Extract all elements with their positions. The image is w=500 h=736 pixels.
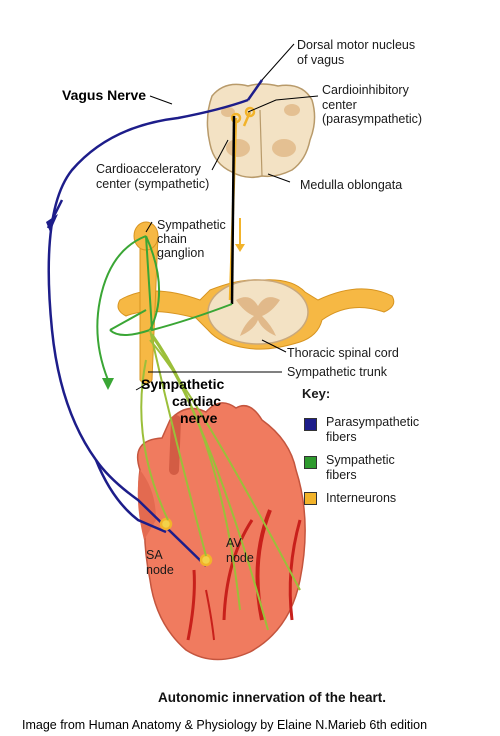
vagus-arrow-icon bbox=[46, 214, 58, 232]
sympathetic-chain-label-2: chain bbox=[157, 232, 187, 246]
dorsal-motor-label-2: of vagus bbox=[297, 53, 345, 67]
sympathetic-cardiac-nerve bbox=[140, 329, 301, 631]
legend-label-parasympathetic-2: fibers bbox=[326, 430, 357, 444]
sympathetic-cardiac-label-3: nerve bbox=[180, 410, 218, 426]
sympathetic-cardiac-label-1: Sympathetic bbox=[141, 376, 225, 392]
sympathetic-arrow-icon bbox=[102, 378, 114, 390]
sympathetic-fibers bbox=[96, 235, 233, 381]
av-node-label-1: AV bbox=[226, 536, 242, 550]
sympathetic-chain-label-1: Sympathetic bbox=[157, 218, 226, 232]
av-node-label-2: node bbox=[226, 551, 254, 565]
legend-label-interneurons: Interneurons bbox=[326, 491, 397, 505]
sympathetic-cardiac-label-2: cardiac bbox=[172, 393, 222, 409]
cardioinhibitory-label-3: (parasympathetic) bbox=[322, 112, 423, 126]
legend-label-parasympathetic-1: Parasympathetic bbox=[326, 415, 420, 429]
legend-label-sympathetic-1: Sympathetic bbox=[326, 453, 395, 467]
spinal-tract bbox=[230, 115, 236, 305]
cardioacceleratory-label-2: center (sympathetic) bbox=[96, 177, 210, 191]
cardioinhibitory-label-1: Cardioinhibitory bbox=[322, 83, 409, 97]
heart bbox=[136, 402, 306, 661]
sympathetic-trunk-label: Sympathetic trunk bbox=[287, 365, 388, 379]
legend-swatch-interneurons bbox=[304, 492, 317, 505]
descending-arrow-icon bbox=[235, 218, 245, 252]
sympathetic-chain-label-3: ganglion bbox=[157, 246, 205, 260]
figure-caption: Autonomic innervation of the heart. bbox=[158, 690, 387, 705]
vagus-nerve-label: Vagus Nerve bbox=[62, 87, 147, 103]
dorsal-motor-label-1: Dorsal motor nucleus bbox=[297, 38, 416, 52]
sa-node-label-2: node bbox=[146, 563, 174, 577]
thoracic-label: Thoracic spinal cord bbox=[287, 346, 399, 360]
legend-title: Key: bbox=[302, 386, 331, 401]
cardioacceleratory-label-1: Cardioacceleratory bbox=[96, 162, 201, 176]
parasympathetic-fibers bbox=[46, 79, 264, 567]
medulla-label: Medulla oblongata bbox=[300, 178, 403, 192]
sa-node-label-1: SA bbox=[146, 548, 163, 562]
legend-label-sympathetic-2: fibers bbox=[326, 468, 357, 482]
image-credit: Image from Human Anatomy & Physiology by… bbox=[22, 718, 428, 732]
leader-lines bbox=[135, 43, 319, 391]
cardioinhibitory-label-2: center bbox=[322, 98, 357, 112]
legend-swatch-parasympathetic bbox=[304, 418, 317, 431]
legend-swatch-sympathetic bbox=[304, 456, 317, 469]
